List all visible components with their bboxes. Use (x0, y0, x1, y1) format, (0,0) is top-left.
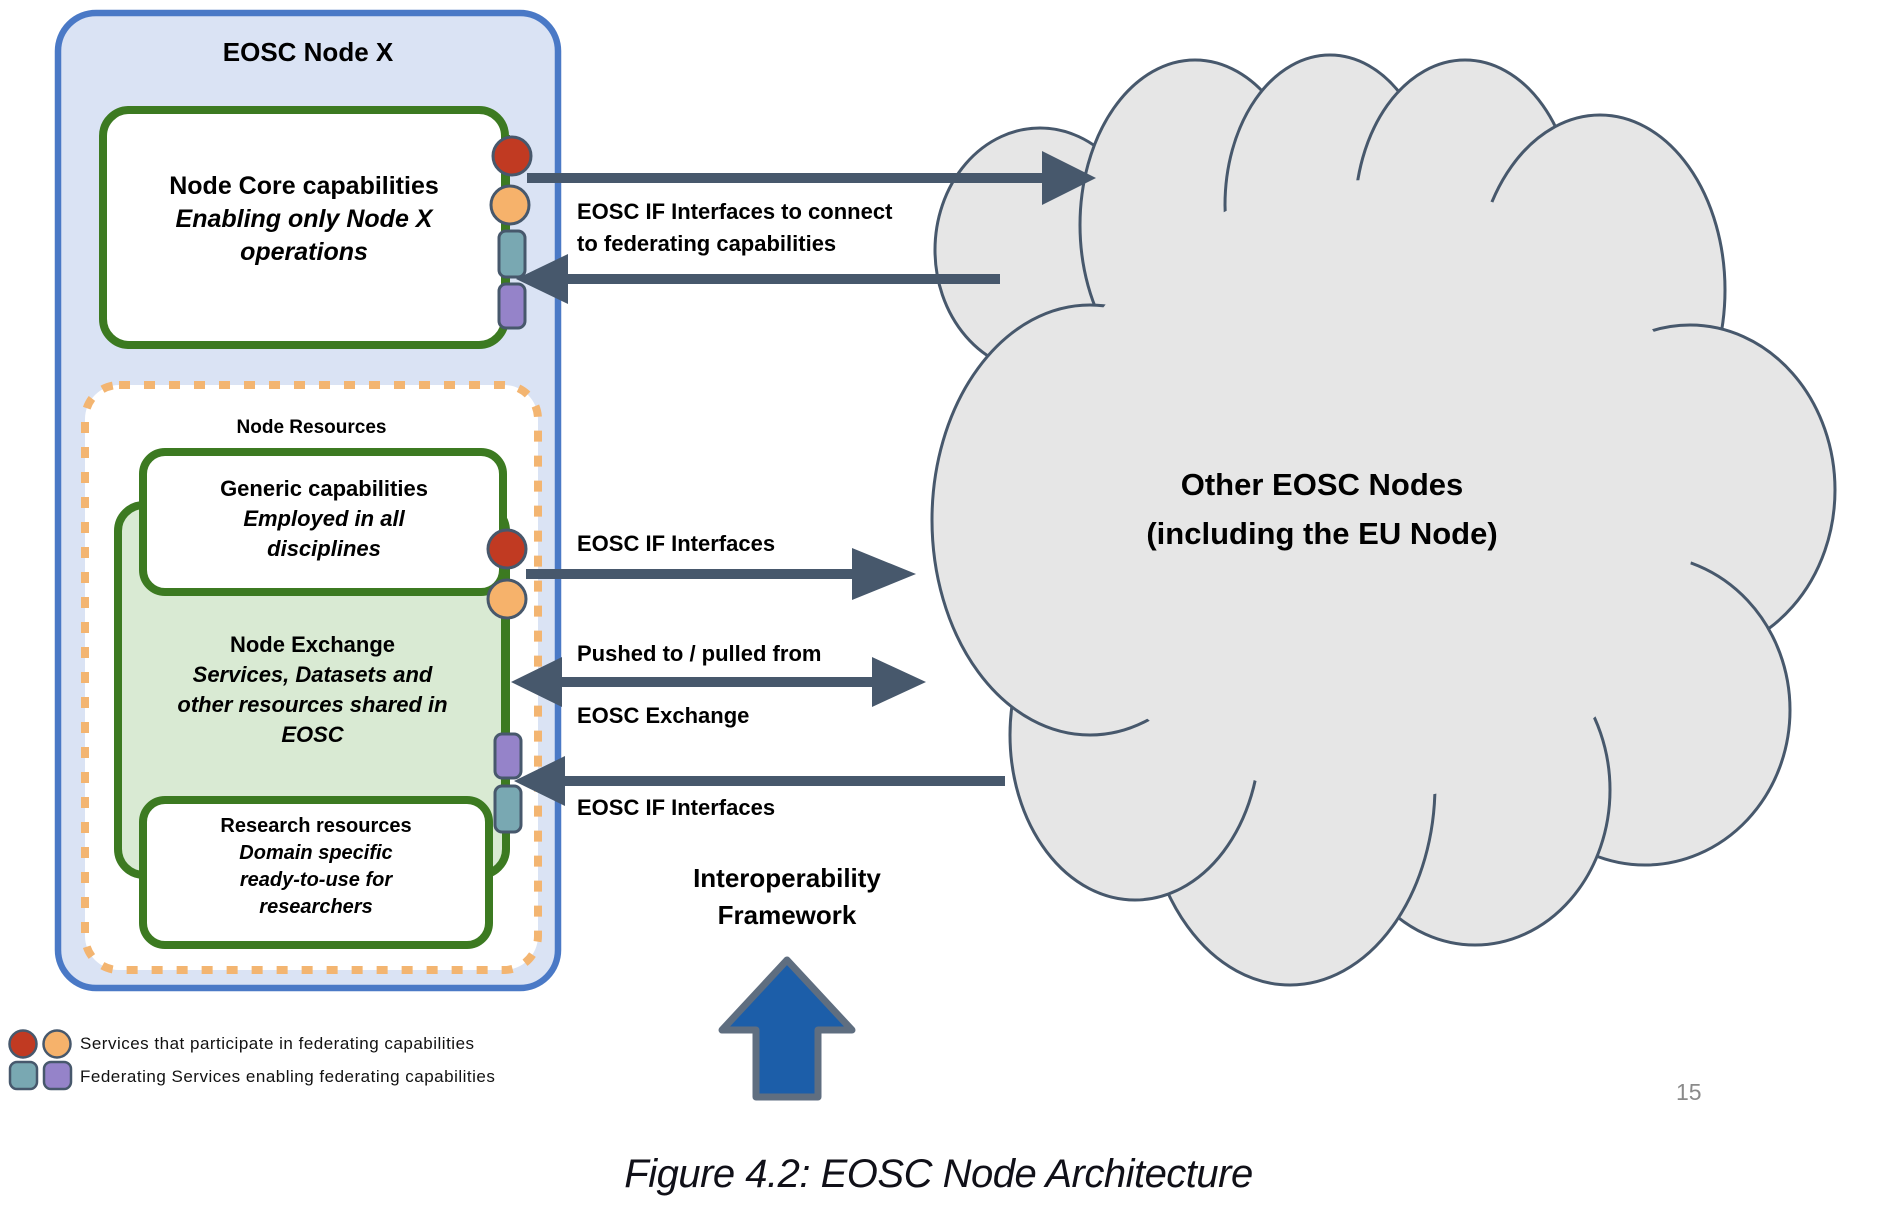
legend-row2-label: Federating Services enabling federating … (80, 1067, 496, 1086)
cloud-label: Other EOSC Nodes (including the EU Node) (1022, 460, 1622, 558)
exchange-name-label: EOSC Exchange (577, 703, 750, 728)
eosc-node-x-title: EOSC Node X (222, 37, 394, 67)
framework-label-line: Framework (717, 900, 857, 930)
generic-capabilities-box (139, 448, 507, 596)
top-if-label-line: to federating capabilities (577, 231, 837, 256)
node-core-line: Enabling only Node X (175, 205, 433, 233)
exchange-connectors (486, 528, 528, 834)
service-orange-connector (489, 184, 531, 226)
legend-teal-square (8, 1060, 39, 1091)
top-return-arrowhead-left (516, 254, 568, 304)
exchange-line: Node Exchange (229, 632, 396, 657)
legend-row1-label: Services that participate in federating … (80, 1034, 475, 1053)
federating-purple-connector (493, 732, 523, 780)
legend-red-circle (8, 1029, 38, 1059)
lower-if-arrowhead-left (514, 756, 565, 806)
core-connectors (489, 135, 533, 330)
generic-line: disciplines (267, 536, 381, 561)
mid-if-label: EOSC IF Interfaces (577, 531, 776, 556)
node-core-label: Node Core capabilities Enabling only Nod… (108, 170, 500, 269)
cloud-label-line: Other EOSC Nodes (1180, 467, 1464, 502)
node-exchange-label: Node Exchange Services, Datasets and oth… (125, 630, 500, 750)
service-orange-connector (486, 578, 528, 620)
federating-purple-connector (497, 282, 527, 330)
node-core-line: operations (240, 238, 368, 266)
interoperability-framework-label: Interoperability Framework (620, 860, 954, 934)
top-if-arrowhead-right (1042, 151, 1096, 205)
top-if-label-line: EOSC IF Interfaces to connect (577, 199, 893, 224)
node-resources-label: Node Resources (236, 417, 387, 438)
research-line: researchers (259, 896, 373, 918)
cloud-center (1040, 180, 1700, 800)
framework-label-line: Interoperability (693, 863, 881, 893)
cloud-label-line: (including the EU Node) (1146, 516, 1498, 551)
research-resources-label: Research resources Domain specific ready… (150, 813, 482, 921)
legend-orange-circle (42, 1029, 72, 1059)
research-line: Research resources (220, 815, 412, 837)
federating-teal-connector (493, 784, 523, 834)
service-red-connector (491, 135, 533, 177)
arrows (511, 151, 1096, 806)
page-number: 15 (1676, 1079, 1702, 1105)
figure-caption: Figure 4.2: EOSC Node Architecture (624, 1152, 1253, 1196)
legend-swatches (8, 1029, 73, 1091)
exchange-arrowhead-left (511, 657, 562, 707)
exchange-line: Services, Datasets and (192, 662, 433, 687)
other-eosc-nodes-cloud (930, 53, 1837, 987)
exchange-line: EOSC (281, 722, 344, 747)
exchange-push-label: Pushed to / pulled from (577, 641, 822, 666)
legend-purple-square (42, 1060, 73, 1091)
federating-teal-connector (497, 229, 527, 279)
exchange-line: other resources shared in (177, 692, 448, 717)
research-line: Domain specific (239, 842, 393, 864)
service-red-connector (486, 528, 528, 570)
research-line: ready-to-use for (239, 869, 393, 891)
generic-capabilities-label: Generic capabilities Employed in all dis… (150, 474, 498, 564)
exchange-arrowhead-right (872, 657, 926, 707)
framework-up-arrow (718, 956, 856, 1101)
generic-line: Employed in all (243, 506, 405, 531)
mid-if-arrowhead-right (852, 548, 916, 600)
research-resources-box (139, 796, 493, 949)
lower-if-label: EOSC IF Interfaces (577, 795, 776, 820)
generic-line: Generic capabilities (220, 476, 428, 501)
node-core-line: Node Core capabilities (169, 172, 439, 200)
top-if-label: EOSC IF Interfaces to connect to federat… (577, 196, 892, 260)
